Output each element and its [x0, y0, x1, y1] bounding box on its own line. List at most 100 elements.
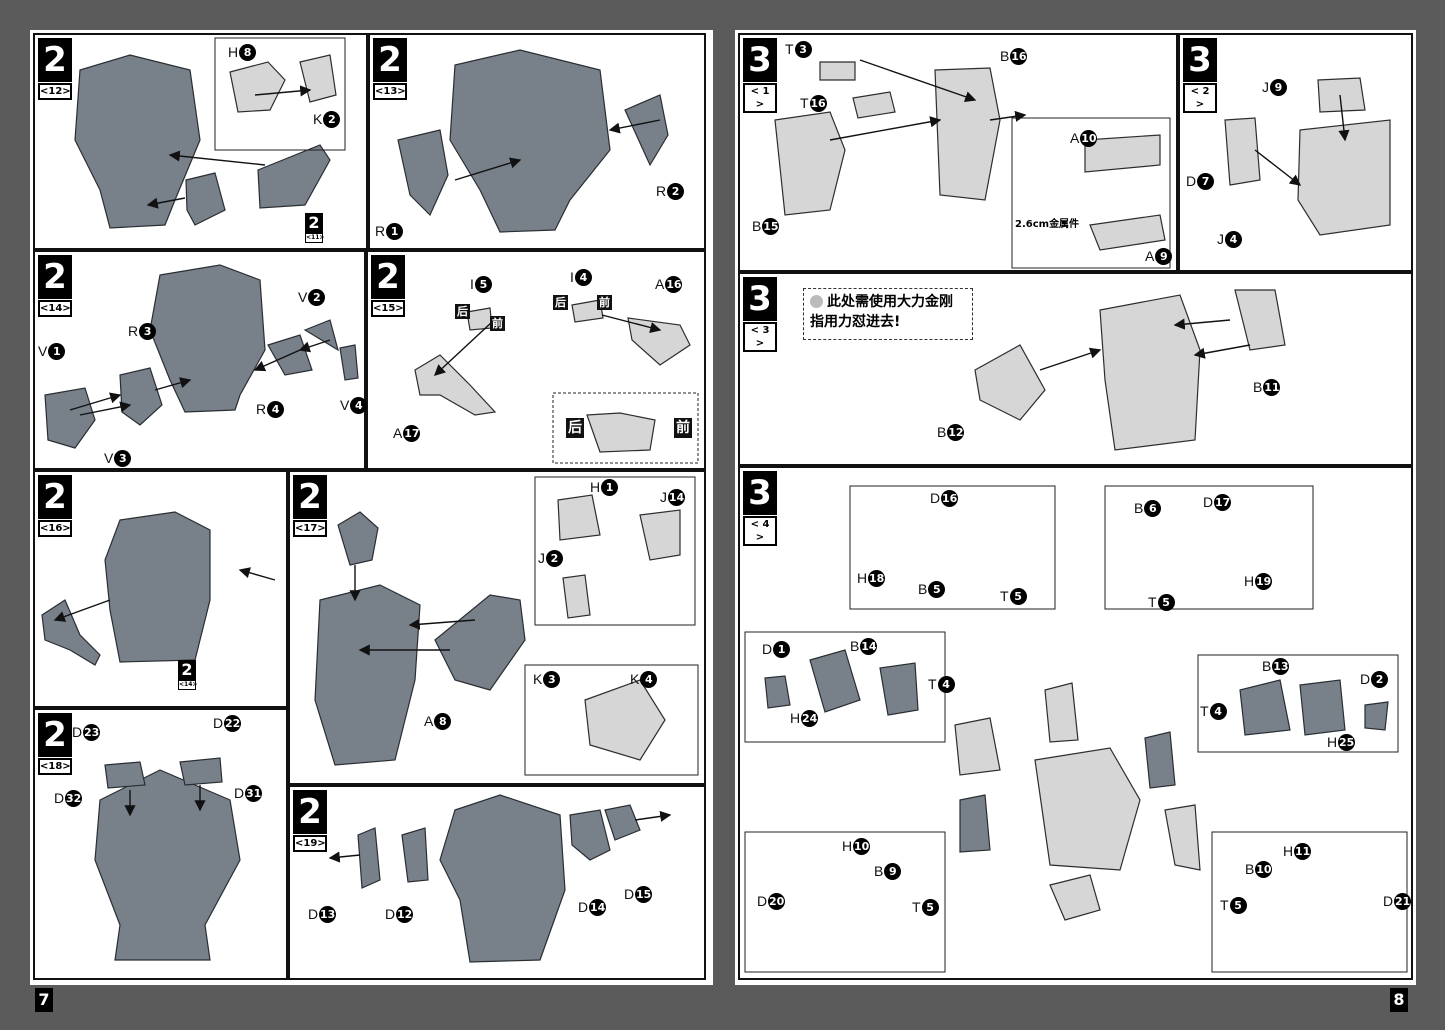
step-panel: 2<17> — [288, 470, 706, 785]
step-badge: 2<17> — [293, 475, 327, 537]
part-letter: D — [1186, 173, 1197, 189]
part-number: 25 — [1338, 733, 1356, 751]
step-number: 3 — [743, 277, 777, 321]
substep-number: <19> — [293, 835, 327, 852]
part-letter: J — [538, 550, 545, 566]
part-letter: A — [424, 713, 434, 729]
part-number: 19 — [1255, 572, 1273, 590]
part-letter: B — [1253, 379, 1263, 395]
step-badge: 3< 4 > — [743, 471, 777, 546]
part-number: 15 — [635, 885, 653, 903]
part-letter: J — [1262, 79, 1269, 95]
part-letter: J — [1217, 231, 1224, 247]
part-letter: B — [1000, 48, 1010, 64]
step-number: 2 — [293, 790, 327, 834]
part-number: 14 — [860, 637, 878, 655]
step-badge: 3< 3 > — [743, 277, 777, 352]
step-number: 3 — [743, 38, 777, 82]
part-letter: A — [393, 425, 403, 441]
part-letter: A — [1070, 130, 1080, 146]
part-number: 17 — [1214, 493, 1232, 511]
part-number: 5 — [1157, 593, 1175, 611]
part-number: 12 — [947, 423, 965, 441]
part-number: 4 — [1209, 702, 1227, 720]
step-reference: 2<14> — [178, 660, 198, 690]
part-letter: V — [38, 343, 48, 359]
step-number: 2 — [293, 475, 327, 519]
part-number: 8 — [239, 43, 257, 61]
part-number: 14 — [589, 898, 607, 916]
note-line-1: 此处需使用大力金刚 — [827, 294, 953, 310]
part-letter: D — [624, 886, 635, 902]
step-badge: 2<14> — [38, 255, 72, 317]
part-letter: H — [857, 570, 868, 586]
part-letter: I — [470, 276, 474, 292]
step-badge: 3< 2 > — [1183, 38, 1217, 113]
part-number: 9 — [1270, 78, 1287, 96]
part-letter: T — [800, 95, 809, 111]
part-letter: H — [1283, 843, 1294, 859]
part-letter: D — [1203, 494, 1214, 510]
part-number: 5 — [1229, 896, 1247, 914]
part-number: 16 — [1010, 47, 1028, 65]
part-number: 5 — [921, 898, 939, 916]
part-number: 4 — [350, 396, 368, 414]
part-letter: B — [1134, 500, 1144, 516]
part-number: 16 — [941, 489, 959, 507]
part-letter: H — [1244, 573, 1255, 589]
part-letter: T — [1200, 703, 1209, 719]
page-number-right: 8 — [1390, 988, 1408, 1012]
step-badge: 3< 1 > — [743, 38, 777, 113]
metal-part-label: 2.6cm金属件 — [1015, 218, 1080, 232]
note-line-2: 指用力怼进去! — [810, 314, 901, 330]
part-letter: A — [1145, 248, 1155, 264]
part-letter: K — [630, 671, 640, 687]
part-letter: T — [912, 899, 921, 915]
part-letter: D — [234, 785, 245, 801]
part-number: 15 — [762, 217, 780, 235]
ref-substep-number: <14> — [178, 680, 198, 690]
part-number: 32 — [65, 789, 83, 807]
part-number: 4 — [1225, 230, 1242, 248]
part-number: 21 — [1394, 892, 1412, 910]
step-number: 2 — [38, 38, 72, 82]
step-badge: 2<15> — [371, 255, 405, 317]
orientation-front-label: 前 — [597, 295, 612, 310]
part-number: 1 — [601, 478, 619, 496]
part-number: 4 — [267, 400, 285, 418]
step-number: 2 — [371, 255, 405, 299]
substep-number: <15> — [371, 300, 405, 317]
part-letter: T — [1148, 594, 1157, 610]
step-panel: 3< 1 > — [738, 33, 1178, 272]
part-letter: B — [874, 863, 884, 879]
part-number: 24 — [801, 709, 819, 727]
part-letter: D — [578, 899, 589, 915]
